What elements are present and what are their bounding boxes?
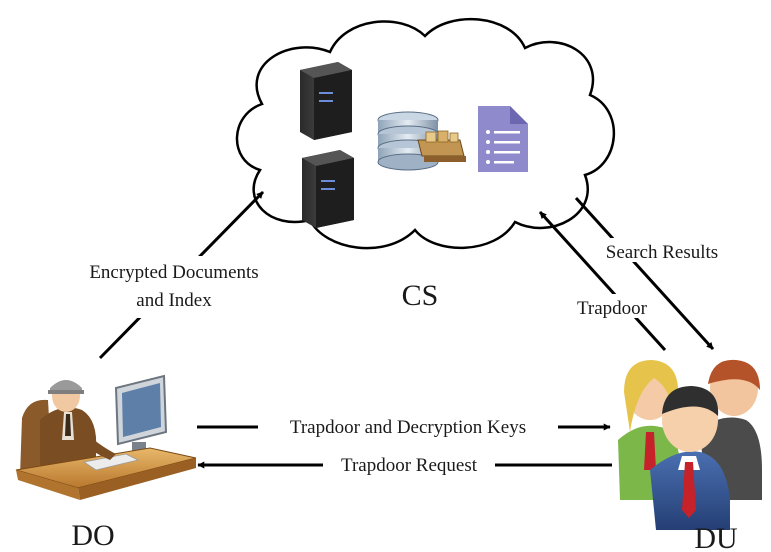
label-bg	[588, 238, 738, 262]
data-users-icon	[618, 359, 762, 530]
document-icon	[478, 106, 528, 172]
edge-label-trapdoor-request: Trapdoor Request	[341, 455, 478, 476]
server-icon	[300, 62, 352, 140]
cs-label: CS	[402, 279, 439, 312]
edge-label-trapdoor-and-decryption-keys: Trapdoor and Decryption Keys	[290, 417, 526, 438]
label-bg	[563, 294, 661, 318]
do-label: DO	[71, 519, 114, 552]
edge-label-and-index: and Index	[136, 290, 212, 311]
cloud-server	[235, 17, 615, 250]
data-owner-icon	[15, 374, 197, 500]
arrow-cs-to-du	[574, 196, 715, 351]
arrow-du-to-cs	[538, 210, 667, 352]
edge-label-trapdoor: Trapdoor	[577, 298, 648, 319]
label-bg	[258, 414, 558, 438]
database-icon	[377, 111, 466, 171]
edge-label-search-results: Search Results	[606, 242, 718, 263]
server-icon	[302, 150, 354, 228]
label-bg	[323, 452, 495, 476]
label-bg	[64, 256, 284, 318]
du-label: DU	[694, 522, 738, 552]
edge-label-encrypted-documents: Encrypted Documents	[89, 262, 258, 283]
